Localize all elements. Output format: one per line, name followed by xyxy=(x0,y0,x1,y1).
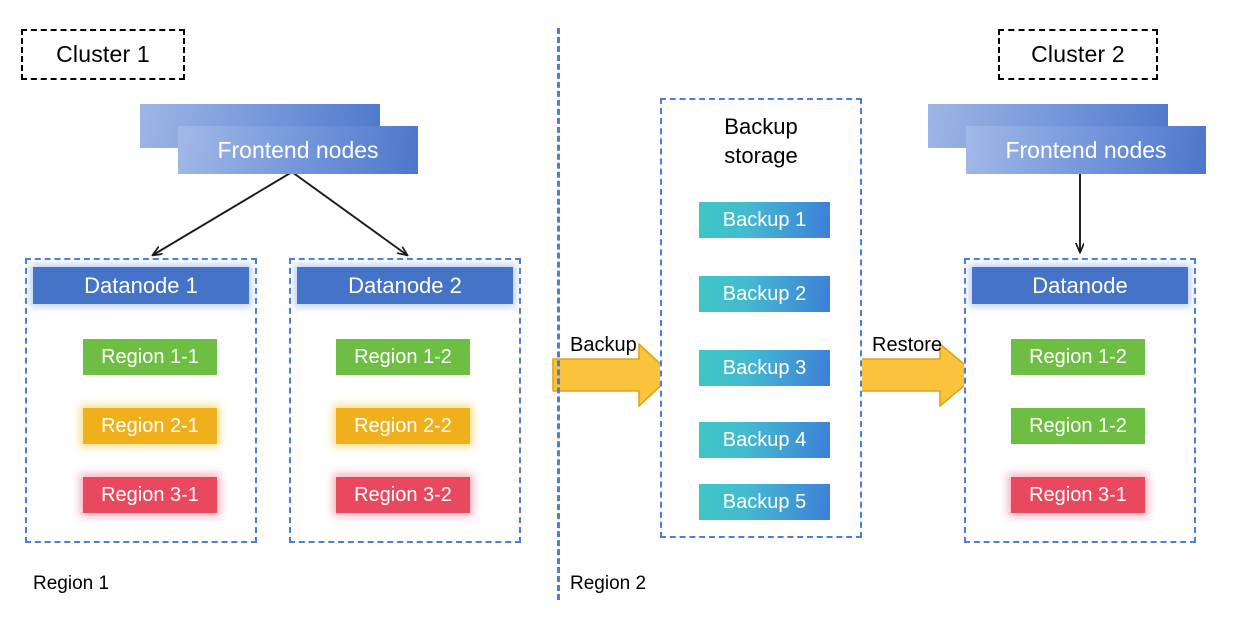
region-label: Region 3-2 xyxy=(354,483,452,506)
backup-item-label: Backup 1 xyxy=(722,208,807,231)
region-divider xyxy=(557,28,560,600)
datanode-label: Datanode xyxy=(1032,272,1128,298)
region-chip[interactable]: Region 1-2 xyxy=(1011,408,1145,444)
connector-frontend-to-datanode-1 xyxy=(153,171,293,255)
backup-storage-title-line-2: storage xyxy=(724,143,798,168)
datanode-1-container[interactable]: Datanode 1 Region 1-1 Region 2-1 Region … xyxy=(25,258,257,543)
backup-item[interactable]: Backup 2 xyxy=(699,276,830,312)
backup-flow-label: Backup xyxy=(570,334,637,357)
datanode-2-label: Datanode 2 xyxy=(348,272,462,298)
region-chip[interactable]: Region 1-2 xyxy=(336,339,470,375)
region-chip[interactable]: Region 2-1 xyxy=(83,408,217,444)
caption-region-2: Region 2 xyxy=(570,573,646,595)
backup-storage-title-line-1: Backup xyxy=(724,114,798,139)
region-label: Region 3-1 xyxy=(1029,483,1127,506)
region-chip[interactable]: Region 2-2 xyxy=(336,408,470,444)
frontend-nodes-front-plate: Frontend nodes xyxy=(966,126,1206,174)
region-label: Region 2-2 xyxy=(354,414,452,437)
backup-item[interactable]: Backup 4 xyxy=(699,422,830,458)
region-chip[interactable]: Region 1-1 xyxy=(83,339,217,375)
frontend-nodes-front-plate: Frontend nodes xyxy=(178,126,418,174)
region-label: Region 2-1 xyxy=(101,414,199,437)
caption-region-2-text: Region 2 xyxy=(570,573,647,594)
region-label: Region 1-2 xyxy=(1029,414,1127,437)
region-chip[interactable]: Region 3-2 xyxy=(336,477,470,513)
region-chip[interactable]: Region 1-2 xyxy=(1011,339,1145,375)
cluster-1-frontend-label: Frontend nodes xyxy=(217,136,379,163)
region-label: Region 1-2 xyxy=(1029,345,1127,368)
cluster-2-frontend-label: Frontend nodes xyxy=(1005,136,1167,163)
restore-flow-text: Restore xyxy=(872,334,943,356)
datanode-2-container[interactable]: Datanode 2 Region 1-2 Region 2-2 Region … xyxy=(289,258,521,543)
backup-item-label: Backup 3 xyxy=(722,356,807,379)
backup-flow-text: Backup xyxy=(570,334,637,356)
backup-storage-container[interactable]: Backup storage Backup 1 Backup 2 Backup … xyxy=(660,98,862,538)
cluster-1-chip: Cluster 1 xyxy=(21,29,185,80)
datanode-header: Datanode xyxy=(972,267,1188,304)
datanode-1-label: Datanode 1 xyxy=(84,272,198,298)
backup-item-label: Backup 4 xyxy=(722,428,807,451)
caption-region-1-text: Region 1 xyxy=(33,573,110,594)
backup-item-label: Backup 2 xyxy=(722,282,807,305)
region-label: Region 1-2 xyxy=(354,345,452,368)
cluster-2-frontend-nodes[interactable]: Frontend nodes xyxy=(928,104,1213,176)
region-chip[interactable]: Region 3-1 xyxy=(83,477,217,513)
datanode-2-header: Datanode 2 xyxy=(297,267,513,304)
restore-flow-label: Restore xyxy=(872,334,942,357)
backup-storage-title: Backup storage xyxy=(662,112,860,170)
cluster-1-label: Cluster 1 xyxy=(56,41,150,67)
caption-region-1: Region 1 xyxy=(33,573,109,595)
datanode-1-header: Datanode 1 xyxy=(33,267,249,304)
backup-item[interactable]: Backup 3 xyxy=(699,350,830,386)
connector-frontend-to-datanode-2 xyxy=(291,171,407,255)
datanode-container[interactable]: Datanode Region 1-2 Region 1-2 Region 3-… xyxy=(964,258,1196,543)
region-chip[interactable]: Region 3-1 xyxy=(1011,477,1145,513)
backup-item-label: Backup 5 xyxy=(722,490,807,513)
backup-item[interactable]: Backup 5 xyxy=(699,484,830,520)
region-label: Region 3-1 xyxy=(101,483,199,506)
cluster-2-chip: Cluster 2 xyxy=(998,29,1158,80)
cluster-1-frontend-nodes[interactable]: Frontend nodes xyxy=(140,104,425,176)
cluster-2-label: Cluster 2 xyxy=(1031,41,1125,67)
region-label: Region 1-1 xyxy=(101,345,199,368)
backup-item[interactable]: Backup 1 xyxy=(699,202,830,238)
